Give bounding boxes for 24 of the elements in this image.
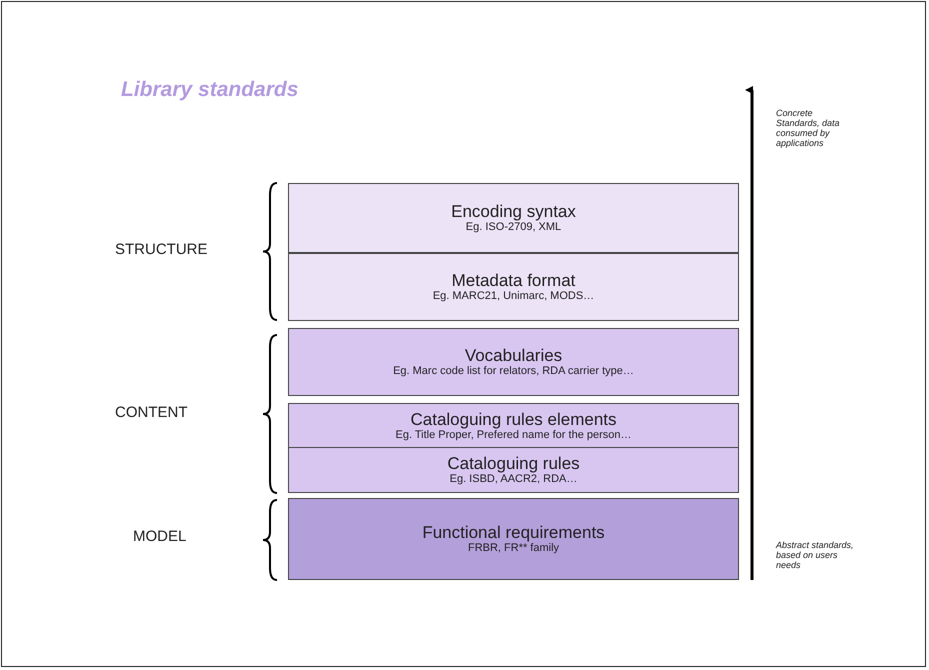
axis-note: Concrete Standards, data consumed by applications — [776, 108, 841, 148]
layer-box — [288, 447, 739, 493]
layer-heading: Encoding syntax — [451, 202, 576, 221]
layer-examples: Eg. Marc code list for relators, RDA carrier type… — [393, 365, 634, 378]
layer-box — [288, 498, 739, 580]
layer-box — [288, 403, 739, 448]
layer-heading: Cataloguing rules — [447, 454, 580, 473]
layer-box — [288, 183, 739, 253]
layer-box — [288, 253, 739, 321]
layer-heading: Metadata format — [452, 271, 576, 290]
layer-examples: Eg. ISO-2709, XML — [466, 221, 562, 234]
layer-examples: Eg. Title Proper, Prefered name for the person… — [395, 428, 632, 442]
group-label: MODEL — [133, 528, 186, 545]
layer-heading: Cataloguing rules elements — [410, 410, 616, 428]
layer-examples: FRBR, FR** family — [468, 542, 560, 555]
title: Library standards — [121, 78, 298, 102]
group-label: CONTENT — [115, 404, 188, 421]
layer-heading: Vocabularies — [464, 346, 562, 365]
layer-box — [288, 328, 739, 396]
group-label: STRUCTURE — [115, 241, 208, 258]
layer-heading: Functional requirements — [422, 523, 605, 542]
layer-examples: Eg. MARC21, Unimarc, MODS… — [432, 290, 594, 303]
axis-note: Abstract standards, based on users needs — [776, 540, 855, 570]
layer-examples: Eg. ISBD, AACR2, RDA… — [450, 473, 578, 486]
